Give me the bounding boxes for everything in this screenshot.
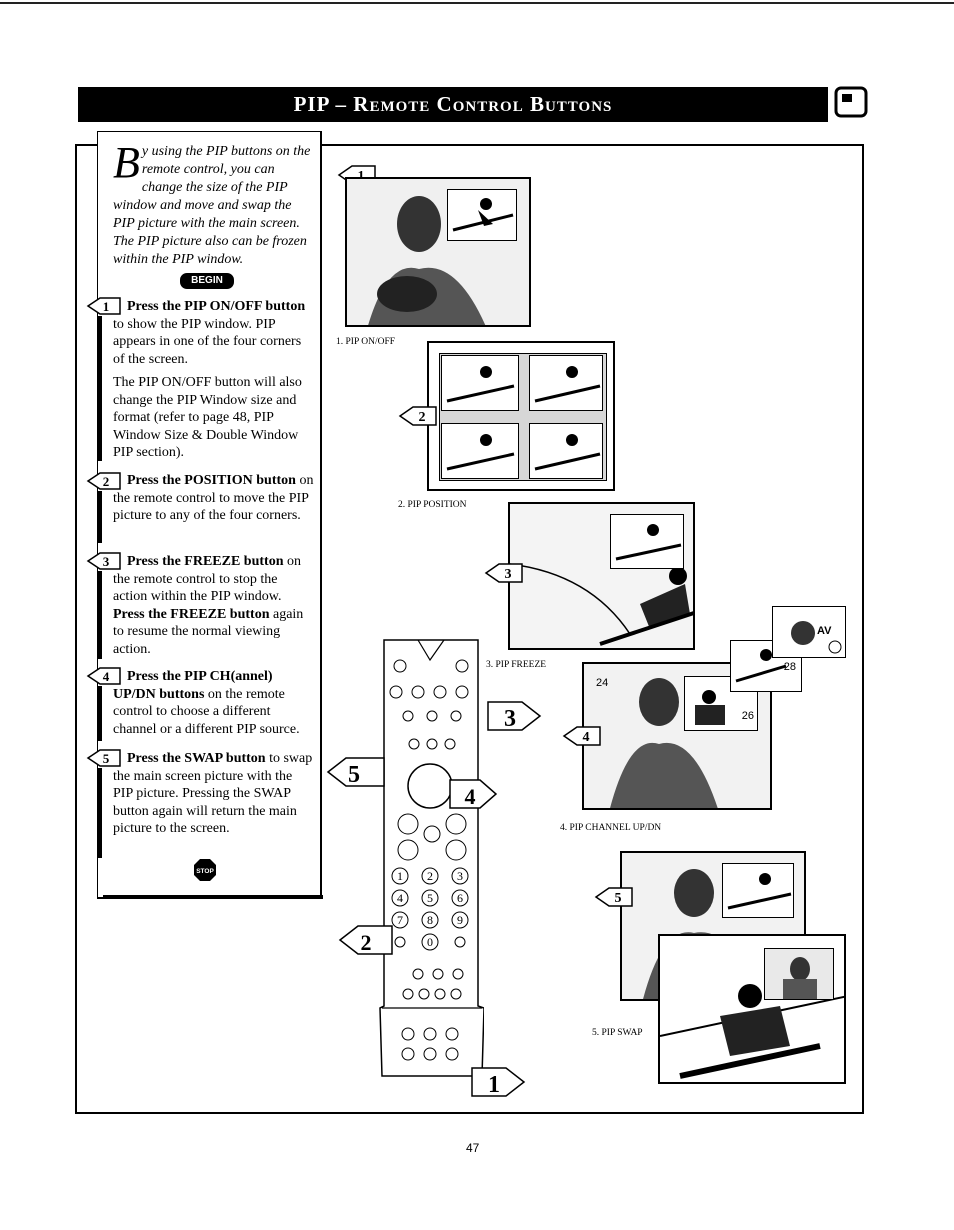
remote-marker-2-icon: 2: [338, 925, 393, 955]
pip-window-swapped: [764, 948, 834, 1000]
screen-pip-position: [427, 341, 615, 491]
main-channel-number: 24: [596, 677, 609, 689]
pip-corner-bottom-left: [441, 423, 519, 479]
step-1-text: Press the PIP ON/OFF button to show the …: [113, 299, 306, 367]
step-1-extra: The PIP ON/OFF button will also change t…: [113, 375, 302, 460]
tv-icon: [834, 86, 868, 118]
key-9: 9: [457, 913, 463, 927]
key-2: 2: [427, 869, 433, 883]
main-picture: [610, 678, 718, 808]
screen-pip-freeze: [508, 502, 695, 650]
caption-pip-position: 2. PIP POSITION: [398, 500, 467, 510]
key-8: 8: [427, 913, 433, 927]
key-7: 7: [397, 913, 403, 927]
svg-text:STOP: STOP: [196, 868, 214, 875]
screen-pip-on-off: [345, 177, 531, 327]
svg-text:2: 2: [103, 474, 110, 489]
step-4-text: Press the PIP CH(annel) UP/DN buttons on…: [113, 669, 300, 737]
step-2-bar: [97, 491, 102, 543]
source-label: AV: [817, 625, 832, 637]
pip-window-frozen: [610, 514, 684, 569]
pip-corner-top-left: [441, 355, 519, 411]
screen-after-swap: [658, 934, 846, 1084]
key-3: 3: [457, 869, 463, 883]
pip-window: [722, 863, 794, 918]
svg-text:1: 1: [358, 169, 365, 184]
key-1: 1: [397, 869, 403, 883]
drop-cap: B: [113, 138, 140, 187]
key-4: 4: [397, 891, 403, 905]
key-6: 6: [457, 891, 463, 905]
page-number: 47: [466, 1141, 480, 1155]
screen-5-marker-icon: 5: [594, 887, 633, 907]
svg-text:5: 5: [615, 891, 622, 906]
caption-pip-swap: 5. PIP SWAP: [592, 1028, 643, 1038]
pip-corner-bottom-right: [529, 423, 603, 479]
svg-text:5: 5: [103, 751, 110, 766]
svg-text:5: 5: [348, 762, 360, 788]
pip-window: [447, 189, 517, 241]
remote-marker-4-icon: 4: [449, 779, 498, 809]
caption-pip-on-off: 1. PIP ON/OFF: [336, 337, 396, 347]
content-frame: [75, 144, 864, 1114]
svg-text:4: 4: [465, 784, 476, 809]
caption-pip-freeze: 3. PIP FREEZE: [486, 660, 547, 670]
pip-source-av: AV: [772, 606, 846, 658]
step-4-marker-icon: 4: [86, 667, 121, 685]
remote-control-illustration: 1 2 3 4 5 6 7 8 9 0: [379, 639, 484, 1077]
step-5-bar: [97, 768, 102, 858]
begin-badge: BEGIN: [180, 273, 234, 289]
svg-text:2: 2: [419, 410, 426, 425]
key-0: 0: [427, 935, 433, 949]
stop-sign-icon: STOP: [194, 859, 216, 881]
instruction-panel: [97, 131, 322, 899]
svg-text:3: 3: [504, 706, 516, 732]
next-channel-number: 28: [783, 661, 796, 673]
key-5: 5: [427, 891, 433, 905]
remote-marker-1-icon: 1: [471, 1067, 526, 1098]
remote-marker-5-icon: 5: [326, 757, 385, 788]
svg-text:4: 4: [103, 669, 110, 684]
main-picture-skier: [660, 984, 844, 1079]
step-1-marker-icon: 1: [86, 297, 121, 315]
svg-text:3: 3: [505, 567, 512, 582]
step-5-marker-icon: 5: [86, 749, 121, 767]
main-picture: [510, 563, 693, 646]
step-3-bar: [97, 571, 102, 659]
pip-corner-top-right: [529, 355, 603, 411]
top-rule: [0, 2, 954, 4]
caption-pip-channel: 4. PIP CHANNEL UP/DN: [560, 823, 662, 833]
svg-text:3: 3: [103, 554, 110, 569]
step-3-marker-icon: 3: [86, 552, 121, 570]
screen-2-marker-icon: 2: [398, 406, 437, 426]
svg-text:2: 2: [361, 930, 372, 955]
step-2-marker-icon: 2: [86, 472, 121, 490]
step-5-text: Press the SWAP button to swap the main s…: [113, 751, 313, 836]
remote-marker-3-icon: 3: [487, 701, 542, 732]
step-3-text: Press the FREEZE button on the remote co…: [113, 554, 304, 657]
svg-text:1: 1: [103, 299, 110, 314]
pip-channel-number: 26: [741, 710, 754, 722]
screen-4-marker-icon: 4: [562, 726, 601, 746]
page-title: PIP – Remote Control Buttons: [78, 87, 828, 122]
step-1-bar: [97, 316, 102, 461]
step-4-bar: [97, 686, 102, 741]
svg-text:1: 1: [488, 1072, 500, 1098]
screen-3-marker-icon: 3: [484, 563, 523, 583]
panel-shadow: [103, 895, 323, 899]
svg-text:4: 4: [583, 730, 590, 745]
step-2-text: Press the POSITION button on the remote …: [113, 473, 314, 523]
